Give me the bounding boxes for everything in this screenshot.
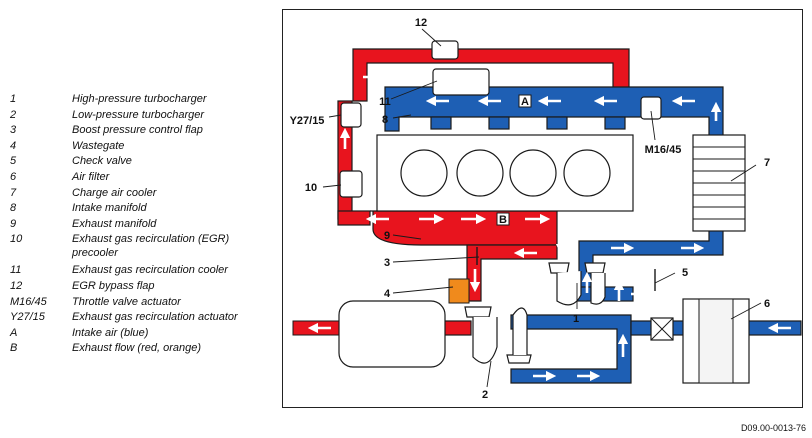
engine-schematic: A B 12 11 8 Y27/15 M16/45 7 10 9 3 5 4 1…: [290, 17, 802, 401]
callout-10: 10: [305, 182, 317, 194]
exhaust-flow-label: B: [499, 214, 507, 226]
engine-block: [376, 134, 634, 212]
legend: 1 High-pressure turbocharger 2 Low-pressur…: [8, 92, 278, 357]
legend-label: High-pressure turbocharger: [72, 93, 207, 105]
engine-diagram: A B 12 11 8 Y27/15 M16/45 7 10 9 3 5 4 1…: [282, 9, 803, 408]
legend-row: 8 Intake manifold: [8, 201, 278, 217]
legend-row: Y27/15 Exhaust gas recirculation actuator: [8, 310, 278, 326]
callout-1: 1: [573, 313, 579, 325]
legend-row: 2 Low-pressure turbocharger: [8, 108, 278, 124]
legend-row: 7 Charge air cooler: [8, 186, 278, 202]
legend-key: 4: [10, 139, 17, 152]
legend-label: Check valve: [72, 155, 132, 168]
legend-row: 6 Air filter: [8, 170, 278, 186]
silencer: [292, 300, 446, 368]
low-pressure-turbocharger: [464, 306, 532, 364]
legend-key: 9: [10, 217, 17, 230]
legend-key: 2: [10, 108, 17, 121]
callout-5: 5: [682, 267, 688, 279]
legend-row: M16/45 Throttle valve actuator: [8, 295, 278, 311]
callout-6: 6: [764, 298, 770, 310]
exhaust-flow-box: [496, 212, 510, 226]
charge-air-cooler: [692, 134, 746, 232]
throttle-actuator: [640, 96, 662, 120]
legend-label: Charge air cooler: [72, 186, 157, 199]
legend-key: Y27/15: [10, 311, 45, 324]
legend-row: A Intake air (blue): [8, 326, 278, 342]
wastegate-duct: [448, 278, 470, 304]
legend-key: 11: [10, 264, 22, 277]
callout-8: 8: [382, 114, 388, 126]
throttle-cross-box: [650, 317, 674, 341]
legend-label: Exhaust flow (red, orange): [72, 342, 202, 355]
document-id: D09.00-0013-76: [740, 423, 806, 433]
legend-key: B: [10, 342, 18, 355]
callout-2: 2: [482, 389, 488, 401]
callout-9: 9: [384, 230, 390, 242]
legend-label: Exhaust gas recirculation actuator: [72, 311, 238, 324]
legend-row: 1 High-pressure turbocharger: [8, 92, 278, 108]
legend-label: Air filter: [72, 170, 110, 183]
legend-key: 3: [10, 124, 17, 137]
high-pressure-turbocharger: [548, 262, 606, 306]
egr-cooler: [432, 68, 490, 96]
legend-key: 10: [10, 233, 23, 246]
legend-label: Wastegate: [72, 139, 125, 152]
callout-3: 3: [384, 257, 390, 269]
legend-label: Exhaust manifold: [72, 217, 157, 230]
legend-label: Boost pressure control flap: [72, 124, 203, 137]
legend-label: EGR bypass flap: [72, 279, 155, 292]
legend-key: 12: [10, 279, 23, 292]
legend-row: 12 EGR bypass flap: [8, 279, 278, 295]
callout-7: 7: [764, 157, 770, 169]
flow-arrows: [307, 71, 791, 382]
legend-key: 8: [10, 202, 17, 215]
legend-row: 3 Boost pressure control flap: [8, 123, 278, 139]
legend-key: M16/45: [10, 295, 47, 308]
legend-key: 5: [10, 155, 17, 168]
legend-label: Intake manifold: [72, 202, 147, 215]
leader-lines: [322, 28, 762, 388]
callout-12: 12: [415, 17, 427, 29]
legend-row: 4 Wastegate: [8, 139, 278, 155]
callout-11: 11: [379, 96, 391, 108]
egr-precooler: [339, 170, 363, 198]
legend-row: 11 Exhaust gas recirculation cooler: [8, 263, 278, 279]
callout-y27-15: Y27/15: [290, 115, 325, 127]
legend-label: Exhaust gas recirculation (EGR) precoole…: [72, 233, 230, 260]
egr-bypass-flap: [431, 40, 459, 60]
intake-flow-label: A: [521, 96, 529, 108]
legend-key: A: [10, 326, 18, 339]
legend-key: 7: [10, 186, 17, 199]
legend-label: Exhaust gas recirculation cooler: [72, 264, 228, 277]
legend-row: 10 Exhaust gas recirculation (EGR) precoo…: [8, 232, 278, 263]
egr-actuator: [340, 102, 362, 128]
callout-4: 4: [384, 288, 391, 300]
intake-flow-box: [518, 94, 532, 108]
legend-row: 9 Exhaust manifold: [8, 217, 278, 233]
legend-label: Low-pressure turbocharger: [72, 108, 205, 121]
legend-label: Throttle valve actuator: [72, 295, 181, 308]
legend-label: Intake air (blue): [72, 326, 149, 339]
legend-row: B Exhaust flow (red, orange): [8, 341, 278, 357]
air-filter: [682, 298, 750, 384]
callout-m16-45: M16/45: [645, 144, 682, 156]
legend-key: 1: [10, 93, 17, 105]
legend-key: 6: [10, 170, 17, 183]
legend-row: 5 Check valve: [8, 154, 278, 170]
